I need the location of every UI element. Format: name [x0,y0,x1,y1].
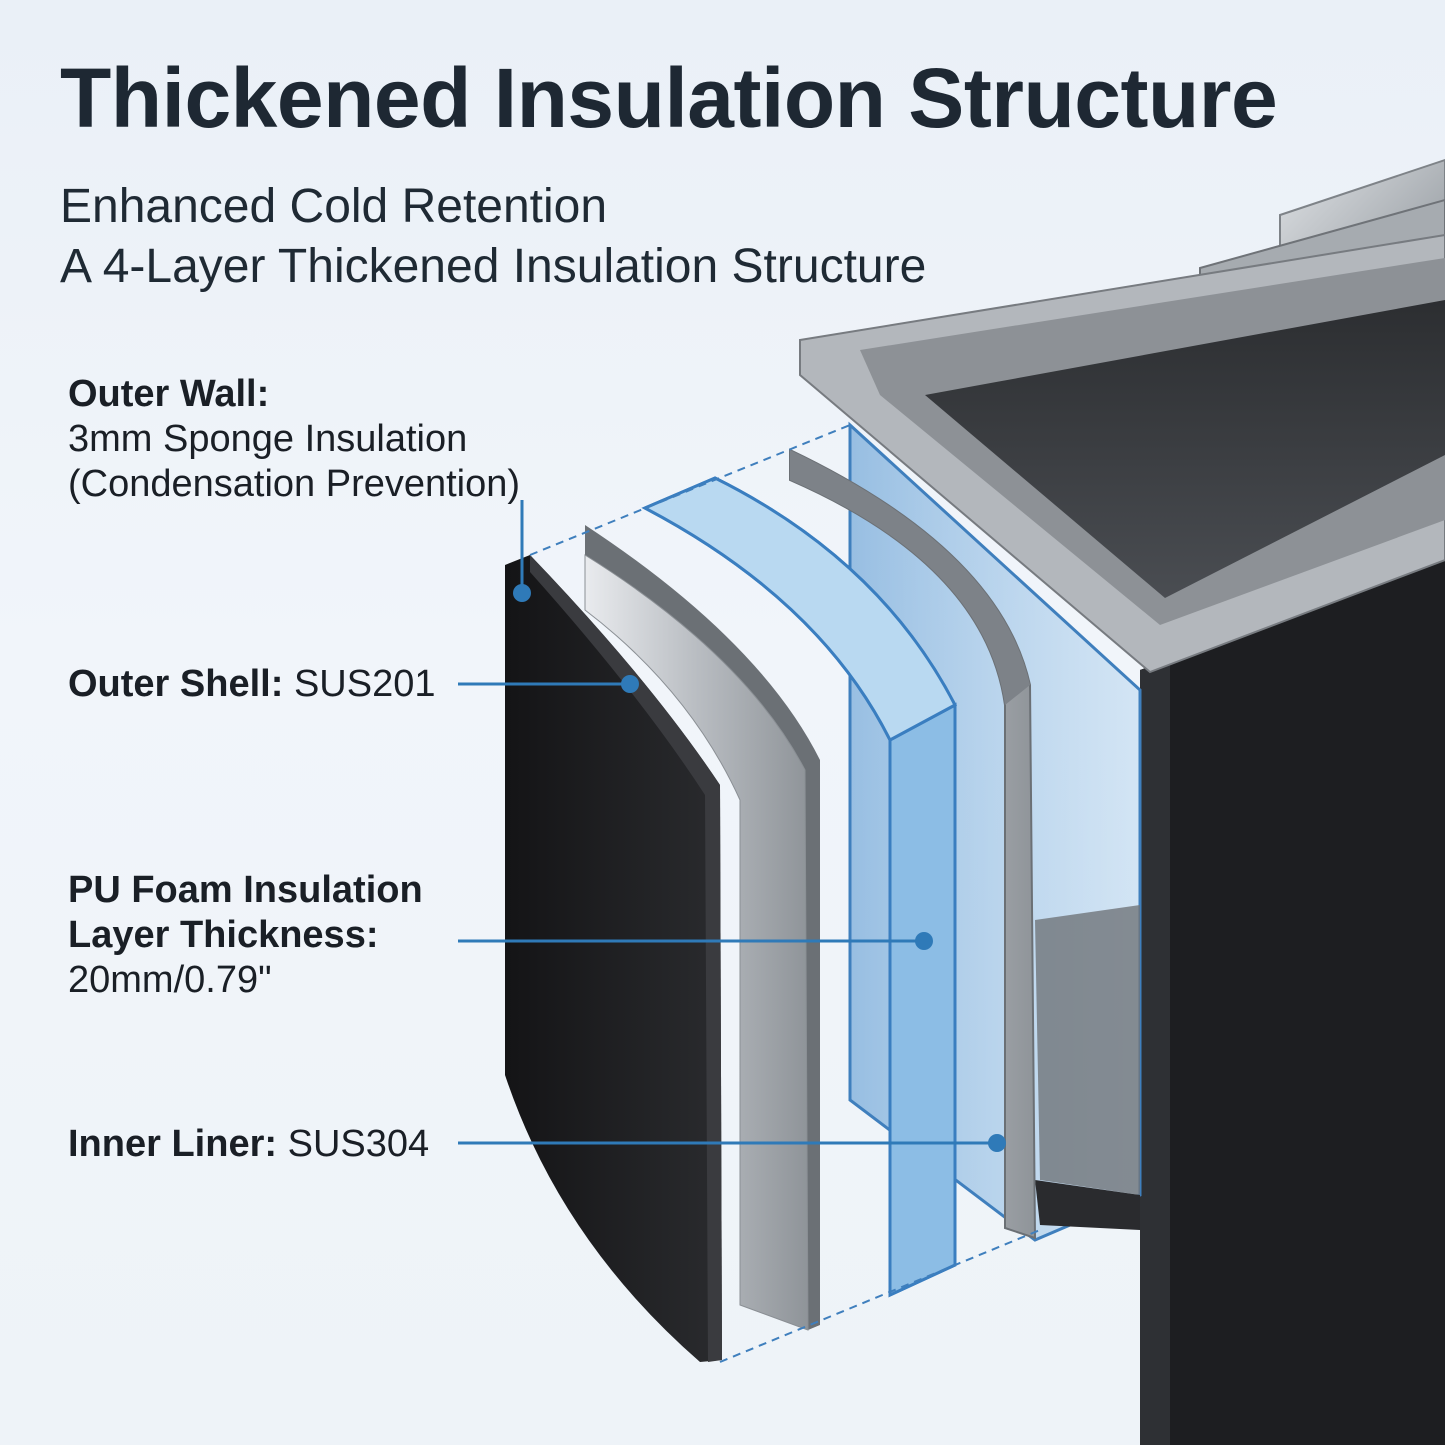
label-outer-shell: Outer Shell: SUS201 [68,662,435,707]
pu-foam-dot [915,932,933,950]
label-pu-foam: PU Foam Insulation Layer Thickness: 20mm… [68,868,423,1002]
page-title: Thickened Insulation Structure [60,51,1278,145]
guide-lines [529,424,1041,1363]
outer-wall-dot [513,584,531,602]
label-inner-liner-value: SUS304 [287,1123,430,1165]
outer-shell-dot [621,675,639,693]
label-inner-liner-heading: Inner Liner: [68,1123,278,1165]
inner-liner-dot [988,1134,1006,1152]
subtitle-cold-retention: Enhanced Cold Retention [60,180,608,233]
label-inner-liner: Inner Liner: SUS304 [68,1122,429,1167]
label-outer-wall: Outer Wall: 3mm Sponge Insulation (Conde… [68,372,520,506]
label-outer-shell-heading: Outer Shell: [68,663,284,705]
label-pu-foam-value: 20mm/0.79" [68,958,272,1001]
outer-shell-layer [584,525,820,1331]
label-outer-wall-line-1: 3mm Sponge Insulation [68,417,468,460]
outer-wall-layer [505,555,722,1362]
label-pu-foam-heading-1: PU Foam Insulation [68,869,423,911]
label-outer-shell-value: SUS201 [293,663,436,705]
freezer-body [799,158,1445,1445]
subtitle-four-layer: A 4-Layer Thickened Insulation Structure [60,240,927,293]
label-pu-foam-heading-2: Layer Thickness: [68,913,379,956]
pu-foam-layer [641,476,958,1298]
label-outer-wall-line-2: (Condensation Prevention) [68,462,521,505]
callout-lines [458,500,997,1145]
label-outer-wall-heading: Outer Wall: [68,373,270,415]
inner-liner-layer [789,448,1037,1240]
